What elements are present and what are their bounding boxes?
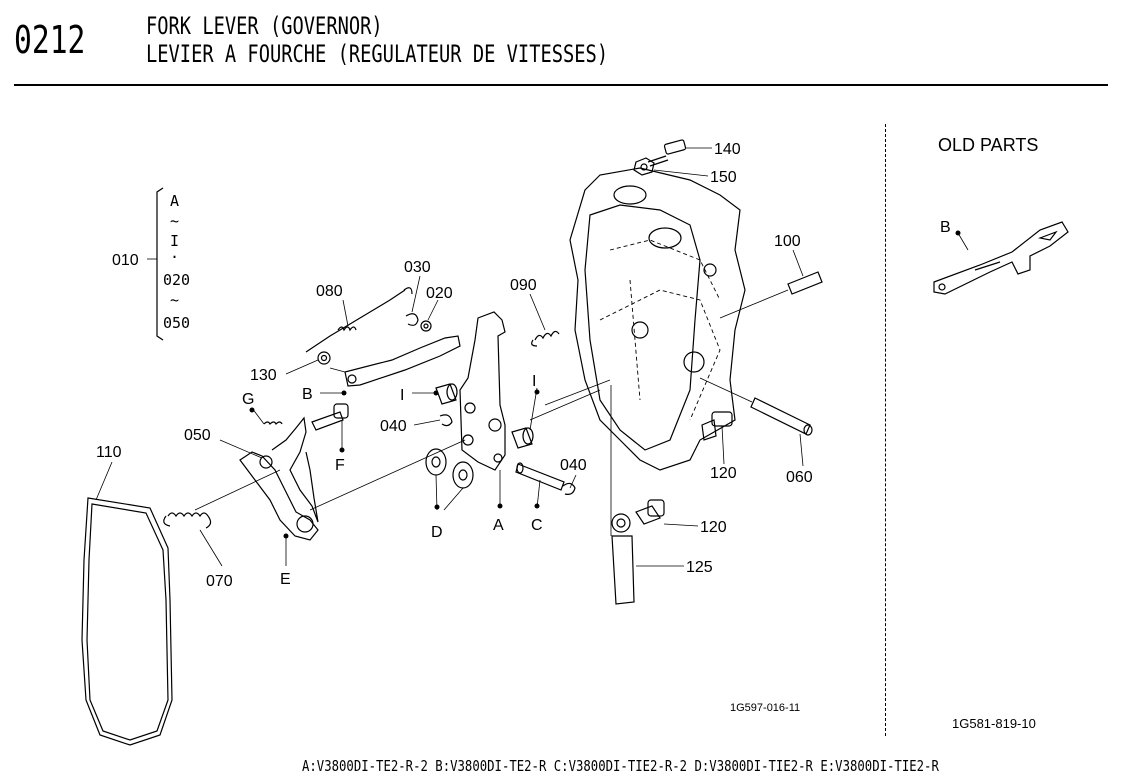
callout-050: 050 — [184, 427, 211, 444]
callout-020: 020 — [426, 285, 453, 302]
bracket-line-3: I — [170, 232, 179, 250]
model-applicability-footnote: A:V3800DI-TE2-R-2 B:V3800DI-TE2-R C:V380… — [302, 757, 939, 775]
callout-010: 010 — [112, 252, 139, 269]
bracket-line-5: 020 — [163, 271, 190, 289]
bracket-line-7: 050 — [163, 314, 190, 332]
bolt-140 — [647, 139, 687, 167]
nut-150 — [633, 157, 655, 176]
callout-b: B — [302, 386, 313, 403]
title-french: LEVIER A FOURCHE (REGULATEUR DE VITESSES… — [146, 40, 609, 68]
washer-020 — [420, 320, 432, 332]
collar-i-right — [511, 427, 534, 449]
callout-100: 100 — [774, 233, 801, 250]
callout-120-lower: 120 — [700, 519, 727, 536]
assembly-bracket: A ~ I · 020 ~ 050 010 — [112, 187, 190, 341]
old-parts-callout-b: B — [940, 219, 951, 236]
gear-case-housing — [569, 167, 746, 471]
callout-110: 110 — [96, 444, 122, 461]
callout-070: 070 — [206, 573, 233, 590]
callout-d: D — [431, 524, 443, 541]
callout-f: F — [335, 457, 345, 474]
shaft-c — [515, 462, 565, 491]
clip-040-lower — [562, 482, 576, 495]
callout-120-housing: 120 — [710, 465, 737, 482]
callout-150: 150 — [710, 169, 737, 186]
callout-040-lower: 040 — [560, 457, 587, 474]
callout-130: 130 — [250, 367, 277, 384]
fork-lever-a — [459, 311, 506, 471]
callout-060: 060 — [786, 469, 813, 486]
callout-c: C — [531, 517, 543, 534]
diagram-reference: 1G597-016-11 — [730, 702, 801, 714]
bracket-line-4: · — [170, 248, 179, 266]
lever-b — [344, 335, 461, 387]
section-number: 0212 — [14, 18, 86, 62]
callout-125: 125 — [686, 559, 713, 576]
title-english: FORK LEVER (GOVERNOR) — [146, 12, 383, 40]
clip-040-upper — [439, 414, 453, 427]
callout-a: A — [493, 517, 504, 534]
spring-g — [263, 421, 283, 426]
old-parts-label: OLD PARTS — [938, 135, 1039, 155]
old-parts-reference: 1G581-819-10 — [952, 716, 1036, 731]
clip-030 — [405, 313, 419, 326]
callout-090: 090 — [510, 277, 537, 294]
stud-100 — [719, 271, 823, 319]
bolt-120-lower — [611, 499, 665, 533]
bolt-f — [311, 403, 349, 431]
callout-g: G — [242, 391, 254, 408]
plate-125 — [610, 385, 635, 605]
collar-i-left — [435, 383, 458, 405]
callout-140: 140 — [714, 141, 741, 158]
spring-090 — [531, 330, 560, 347]
callout-030: 030 — [404, 259, 431, 276]
pin-060 — [699, 377, 813, 436]
callout-i-left: I — [400, 387, 404, 404]
bearing-d-2 — [452, 461, 474, 489]
callout-i-right: I — [532, 373, 536, 390]
header-rule — [14, 84, 1108, 86]
collar-130 — [317, 351, 331, 365]
spring-070 — [163, 512, 212, 529]
old-parts-divider — [885, 124, 886, 736]
callout-040-upper: 040 — [380, 418, 407, 435]
lever-e — [239, 416, 319, 541]
old-part-lever-b: B — [933, 219, 1069, 295]
callout-e: E — [280, 571, 291, 588]
callout-080: 080 — [316, 283, 343, 300]
spring-080 — [305, 287, 413, 353]
bracket-line-6: ~ — [170, 291, 179, 309]
gasket-110 — [81, 497, 173, 746]
bracket-line-2: ~ — [170, 212, 179, 230]
bracket-line-1: A — [170, 192, 179, 210]
